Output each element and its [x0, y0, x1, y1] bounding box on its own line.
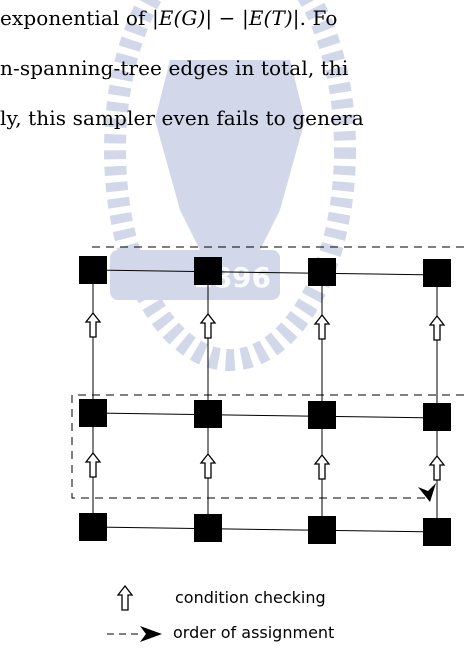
condition-check-arrow: [200, 313, 216, 339]
grid-vertex: [194, 400, 222, 428]
body-text-line-1: exponential of |E(G)| − |E(T)|. Fo: [0, 6, 338, 30]
body-text-line-2: n-spanning-tree edges in total, thi: [0, 56, 349, 80]
grid-row-edge: [92, 412, 441, 419]
body-text-line-3: ly, this sampler even fails to genera: [0, 106, 364, 130]
assignment-path-arrowhead: [418, 483, 436, 502]
grid-vertex: [194, 514, 222, 542]
grid-vertex: [423, 259, 451, 287]
grid-vertex: [194, 257, 222, 285]
grid-row-edge: [92, 526, 441, 533]
grid-vertex: [308, 516, 336, 544]
legend-order-of-assignment: [107, 626, 162, 642]
line1-prefix: exponential of: [0, 6, 152, 30]
grid-vertex: [308, 401, 336, 429]
legend-condition-checking-label: condition checking: [175, 588, 326, 607]
condition-check-arrow: [314, 454, 330, 480]
grid-vertex: [79, 399, 107, 427]
assignment-path-row2: [71, 394, 464, 499]
grid-vertex: [423, 518, 451, 546]
legend-hollow-arrow-icon: [117, 585, 133, 611]
grid-row-edge: [92, 269, 441, 276]
grid-vertex: [79, 256, 107, 284]
condition-check-arrow: [200, 453, 216, 479]
condition-check-arrow: [314, 314, 330, 340]
condition-arrows: [85, 312, 445, 481]
condition-check-arrow: [429, 315, 445, 341]
grid-edges: [92, 269, 441, 533]
line1-suffix: . Fo: [299, 6, 338, 30]
line1-math: |E(G)| − |E(T)|: [151, 6, 300, 30]
grid-vertex: [308, 258, 336, 286]
legend-order-of-assignment-label: order of assignment: [173, 623, 335, 642]
condition-check-arrow: [429, 455, 445, 481]
legend-condition-checking: [117, 585, 133, 611]
grid-vertices: [79, 256, 451, 546]
condition-check-arrow: [85, 312, 101, 338]
grid-vertex: [423, 403, 451, 431]
condition-check-arrow: [85, 452, 101, 478]
legend-arrowhead-icon: [140, 626, 162, 642]
grid-vertex: [79, 513, 107, 541]
